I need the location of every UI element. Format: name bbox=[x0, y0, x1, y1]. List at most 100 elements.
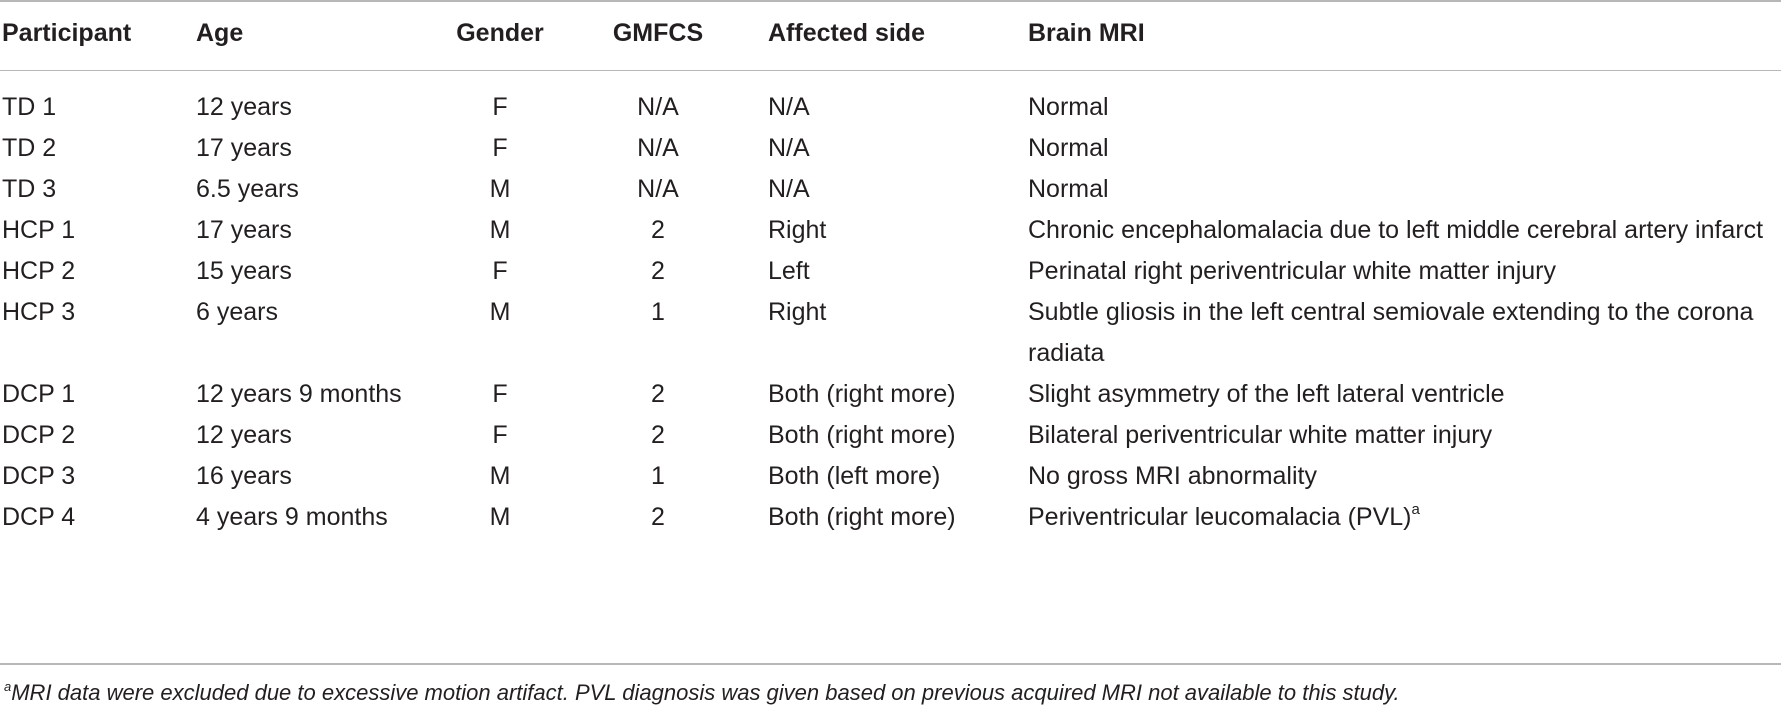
cell-brain-mri-text: Periventricular leucomalacia (PVL) bbox=[1028, 503, 1412, 531]
cell-gender: F bbox=[452, 374, 548, 415]
cell-age-text: 12 years bbox=[196, 93, 292, 121]
cell-age: 16 years bbox=[196, 456, 452, 497]
cell-affected-side: N/A bbox=[768, 169, 1028, 210]
cell-age-text: 4 years 9 months bbox=[196, 503, 388, 531]
cell-gmfcs: 1 bbox=[548, 456, 768, 497]
cell-affected-side: Left bbox=[768, 251, 1028, 292]
cell-gmfcs: 2 bbox=[548, 497, 768, 538]
cell-gmfcs-text: 2 bbox=[651, 257, 665, 285]
cell-age: 6.5 years bbox=[196, 169, 452, 210]
cell-brain-mri-text: Subtle gliosis in the left central semio… bbox=[1028, 298, 1754, 367]
cell-gender-text: M bbox=[489, 175, 511, 203]
footnote-text: MRI data were excluded due to excessive … bbox=[11, 680, 1400, 705]
cell-brain-mri: Perinatal right periventricular white ma… bbox=[1028, 251, 1781, 292]
cell-brain-mri-text: Perinatal right periventricular white ma… bbox=[1028, 257, 1556, 285]
cell-brain-mri-text: Slight asymmetry of the left lateral ven… bbox=[1028, 380, 1505, 408]
cell-brain-mri-text: Normal bbox=[1028, 134, 1109, 162]
cell-age-text: 17 years bbox=[196, 216, 292, 244]
table-row: DCP 4 4 years 9 months M 2 Both (right more)… bbox=[0, 497, 1781, 538]
cell-gender-text: M bbox=[489, 216, 511, 244]
cell-brain-mri-text: Normal bbox=[1028, 175, 1109, 203]
cell-brain-mri: No gross MRI abnormality bbox=[1028, 456, 1781, 497]
cell-participant-text: DCP 2 bbox=[2, 421, 76, 449]
cell-gender-text: F bbox=[492, 380, 508, 408]
cell-age: 17 years bbox=[196, 128, 452, 169]
cell-gmfcs-text: 1 bbox=[651, 462, 665, 490]
footnote-reference: a bbox=[1411, 501, 1420, 518]
cell-age-text: 15 years bbox=[196, 257, 292, 285]
cell-affected-side: Both (right more) bbox=[768, 497, 1028, 538]
table-header-row: Participant Age Gender GMFCS Affected si… bbox=[0, 0, 1781, 70]
cell-age-text: 17 years bbox=[196, 134, 292, 162]
cell-gmfcs-text: 1 bbox=[651, 298, 665, 326]
cell-gender: M bbox=[452, 497, 548, 538]
cell-age-text: 6 years bbox=[196, 298, 278, 326]
cell-participant: DCP 4 bbox=[0, 497, 196, 538]
cell-participant-text: HCP 3 bbox=[2, 298, 76, 326]
cell-brain-mri: Periventricular leucomalacia (PVL)a bbox=[1028, 497, 1781, 538]
cell-participant-text: TD 3 bbox=[2, 175, 57, 203]
cell-age: 17 years bbox=[196, 210, 452, 251]
cell-gmfcs: 2 bbox=[548, 210, 768, 251]
cell-gmfcs-text: 2 bbox=[651, 380, 665, 408]
cell-affected-side-text: Both (right more) bbox=[768, 380, 956, 408]
header-brain-mri: Brain MRI bbox=[1028, 19, 1145, 47]
cell-participant: TD 1 bbox=[0, 70, 196, 128]
cell-age: 15 years bbox=[196, 251, 452, 292]
cell-participant: HCP 1 bbox=[0, 210, 196, 251]
cell-brain-mri-text: No gross MRI abnormality bbox=[1028, 462, 1317, 490]
cell-brain-mri: Slight asymmetry of the left lateral ven… bbox=[1028, 374, 1781, 415]
cell-gender: F bbox=[452, 415, 548, 456]
cell-age: 12 years bbox=[196, 70, 452, 128]
cell-affected-side: Right bbox=[768, 292, 1028, 374]
cell-gmfcs-text: N/A bbox=[637, 93, 679, 121]
cell-brain-mri-text: Normal bbox=[1028, 93, 1109, 121]
cell-brain-mri: Normal bbox=[1028, 169, 1781, 210]
cell-age: 12 years bbox=[196, 415, 452, 456]
cell-age-text: 12 years bbox=[196, 421, 292, 449]
cell-gmfcs-text: 2 bbox=[651, 421, 665, 449]
cell-affected-side-text: Both (left more) bbox=[768, 462, 941, 490]
cell-gender: M bbox=[452, 456, 548, 497]
cell-participant: HCP 2 bbox=[0, 251, 196, 292]
cell-gender: M bbox=[452, 210, 548, 251]
cell-participant-text: DCP 4 bbox=[2, 503, 76, 531]
cell-brain-mri-text: Bilateral periventricular white matter i… bbox=[1028, 421, 1493, 449]
cell-affected-side-text: N/A bbox=[768, 93, 810, 121]
cell-gmfcs-text: 2 bbox=[651, 503, 665, 531]
cell-participant: HCP 3 bbox=[0, 292, 196, 374]
cell-affected-side-text: Right bbox=[768, 216, 827, 244]
cell-participant-text: DCP 1 bbox=[2, 380, 76, 408]
cell-participant: DCP 1 bbox=[0, 374, 196, 415]
cell-gender: F bbox=[452, 70, 548, 128]
cell-affected-side-text: N/A bbox=[768, 134, 810, 162]
cell-age-text: 16 years bbox=[196, 462, 292, 490]
cell-gender: M bbox=[452, 169, 548, 210]
table-bottom-rule bbox=[0, 663, 1781, 665]
cell-brain-mri: Normal bbox=[1028, 70, 1781, 128]
header-gmfcs: GMFCS bbox=[612, 19, 704, 47]
header-age: Age bbox=[196, 19, 244, 47]
cell-affected-side-text: Right bbox=[768, 298, 827, 326]
cell-affected-side: Right bbox=[768, 210, 1028, 251]
cell-participant: TD 3 bbox=[0, 169, 196, 210]
cell-affected-side: Both (right more) bbox=[768, 374, 1028, 415]
cell-participant: DCP 3 bbox=[0, 456, 196, 497]
cell-affected-side-text: N/A bbox=[768, 175, 810, 203]
table-top-rule bbox=[0, 0, 1781, 2]
cell-affected-side-text: Both (right more) bbox=[768, 421, 956, 449]
cell-brain-mri: Subtle gliosis in the left central semio… bbox=[1028, 292, 1781, 374]
header-affected-side: Affected side bbox=[768, 19, 925, 47]
cell-gmfcs: N/A bbox=[548, 128, 768, 169]
footnote-marker: a bbox=[4, 679, 12, 694]
table-footnote: aMRI data were excluded due to excessive… bbox=[4, 680, 1400, 706]
cell-gmfcs-text: N/A bbox=[637, 134, 679, 162]
cell-gmfcs: 1 bbox=[548, 292, 768, 374]
cell-gmfcs: 2 bbox=[548, 251, 768, 292]
